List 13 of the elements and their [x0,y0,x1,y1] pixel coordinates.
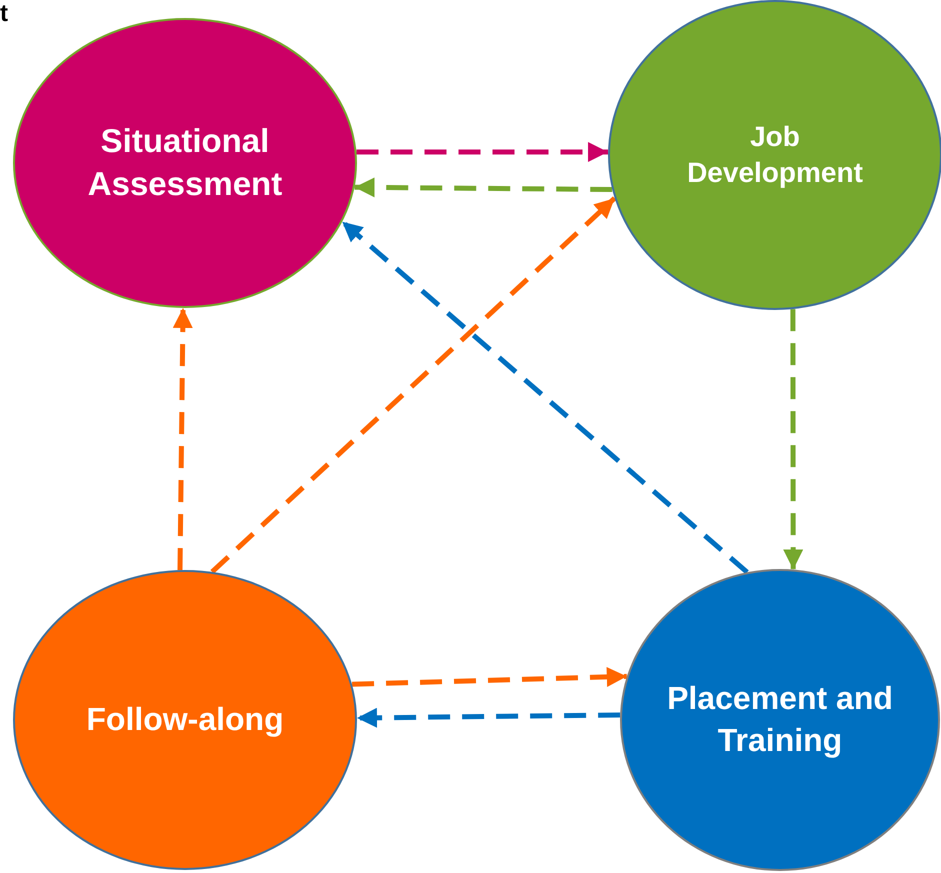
dashed-arrow [340,220,749,574]
text-fragment: t [0,2,8,26]
dashed-arrow [356,708,620,728]
node-label: Follow-along [85,700,285,740]
dashed-arrow [354,177,612,198]
dashed-arrow [352,666,627,687]
node-label: Situational Assessment [86,121,284,204]
node-label: Placement and Training [666,679,894,760]
dashed-arrow [356,142,608,162]
dashed-arrow [172,308,193,570]
dashed-arrow [783,309,804,570]
node-label: Job Development [686,120,864,190]
dashed-arrow [210,196,616,574]
